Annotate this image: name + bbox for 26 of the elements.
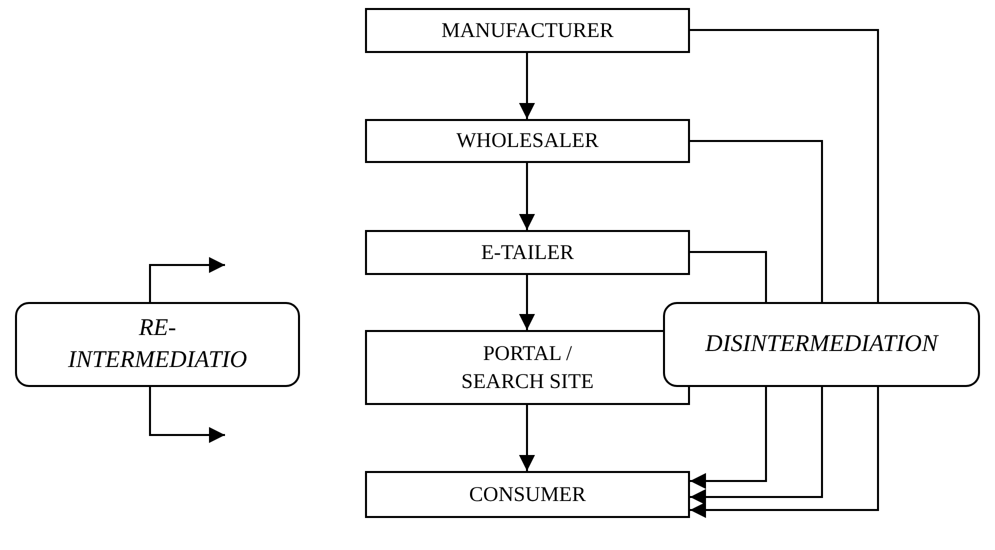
arrow	[149, 257, 225, 302]
rounded-box	[663, 302, 980, 387]
node-label: E-TAILER	[481, 238, 574, 266]
node-label: WHOLESALER	[456, 127, 599, 154]
connector-line	[690, 29, 879, 302]
arrow	[149, 387, 225, 443]
node-label: PORTAL / SEARCH SITE	[460, 340, 595, 394]
arrow	[690, 387, 823, 505]
node-label: RE- INTERMEDIATIO	[66, 314, 248, 374]
arrow	[519, 275, 535, 330]
arrow	[519, 405, 535, 471]
process-box	[365, 119, 690, 163]
node-label: DISINTERMEDIATION	[705, 330, 938, 359]
arrow	[690, 387, 879, 518]
process-box	[365, 230, 690, 275]
connector-line	[690, 251, 767, 302]
arrow	[519, 53, 535, 119]
process-box	[365, 471, 690, 518]
arrow	[519, 163, 535, 230]
arrow	[690, 387, 767, 489]
node-label: MANUFACTURER	[441, 16, 614, 44]
rounded-box	[15, 302, 300, 387]
connector-line	[690, 140, 823, 302]
process-box	[365, 330, 690, 405]
node-label: CONSUMER	[469, 480, 586, 508]
process-box	[365, 8, 690, 53]
